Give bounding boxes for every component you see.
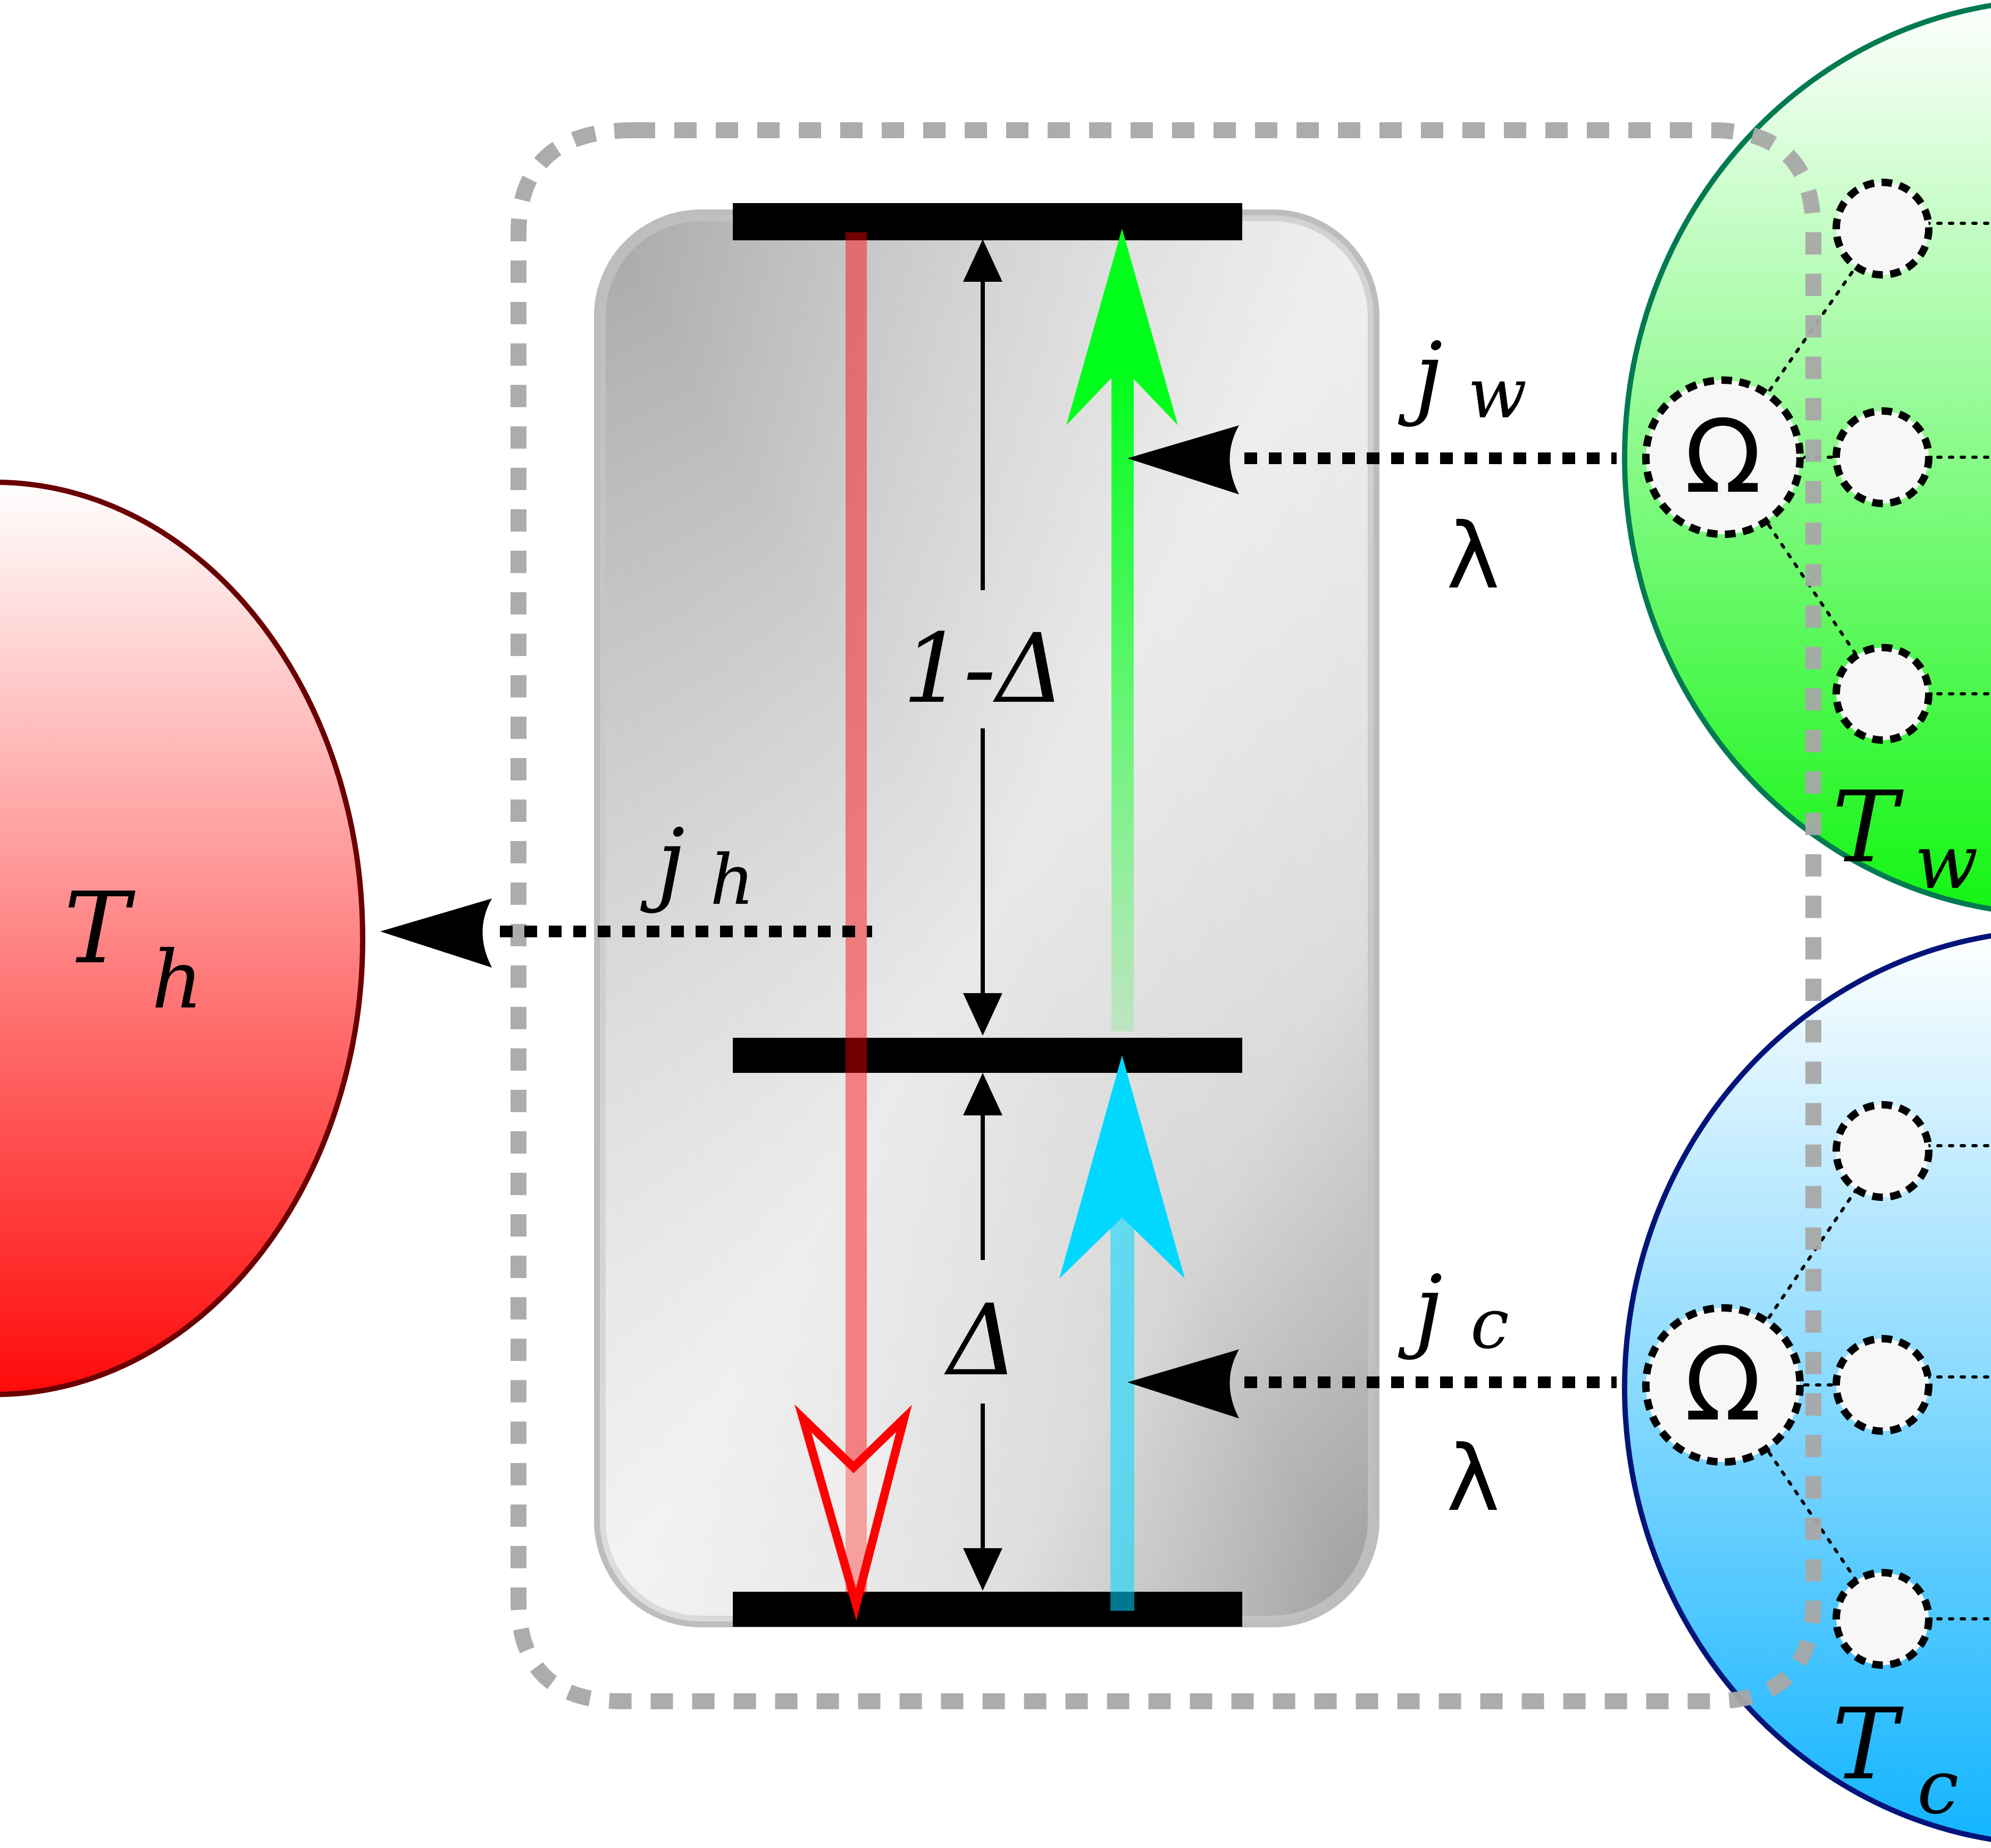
- upper-gap-arrow: 1-Δ: [902, 239, 1065, 1036]
- cold-current-label: j: [1398, 1256, 1443, 1362]
- work-absorption-arrow: [1066, 229, 1178, 1031]
- cold-bath-label: T: [1832, 1687, 1904, 1802]
- work-bath-oscillator-network: Ω: [1642, 179, 1991, 744]
- hot-emission-arrow: [794, 232, 912, 1621]
- hot-current-label-sub: h: [710, 839, 755, 920]
- cold-bath-label-sub: c: [1917, 1744, 1959, 1831]
- energy-level-bottom: [733, 1592, 1242, 1627]
- cold-absorption-arrow: [1059, 1055, 1185, 1611]
- energy-level-top: [733, 203, 1242, 240]
- work-coupling-label: λ: [1446, 504, 1500, 609]
- cold-coupling-label: λ: [1446, 1426, 1500, 1532]
- work-bath-label-group: T w: [1832, 770, 1978, 906]
- cold-bath-central-oscillator: [1642, 1304, 1804, 1466]
- engine-dashed-frame: [511, 122, 1821, 1709]
- upper-gap-label: 1-Δ: [902, 614, 1065, 725]
- cold-bath-mode: [1833, 1101, 1933, 1201]
- hot-bath-label-sub: h: [152, 934, 203, 1027]
- cold-bath-label-group: T c: [1832, 1687, 1959, 1831]
- work-oscillator-label: Ω: [1684, 398, 1761, 516]
- cold-current-label-sub: c: [1470, 1283, 1509, 1364]
- cold-bath-mode: [1833, 1335, 1933, 1435]
- work-current-arrow: j w λ: [1127, 323, 1617, 609]
- lower-gap-arrow: Δ: [944, 1073, 1018, 1591]
- work-bath-label-sub: w: [1914, 819, 1978, 906]
- energy-levels: [733, 203, 1242, 1627]
- hot-bath-label: T: [64, 871, 136, 986]
- cold-bath-oscillator-network: Ω: [1642, 1101, 1991, 1669]
- work-bath-mode: [1833, 407, 1933, 507]
- work-bath-mode: [1833, 179, 1933, 279]
- lower-gap-label: Δ: [944, 1283, 1018, 1398]
- work-current-label-sub: w: [1468, 353, 1527, 434]
- work-bath-mode: [1833, 644, 1933, 744]
- cold-bath-mode: [1833, 1569, 1933, 1669]
- cold-oscillator-label: Ω: [1684, 1326, 1761, 1443]
- energy-level-middle: [733, 1038, 1242, 1073]
- hot-bath: T h: [0, 480, 365, 1397]
- work-bath-central-oscillator: [1642, 376, 1804, 538]
- work-current-label: j: [1398, 323, 1443, 429]
- work-bath-label: T: [1832, 770, 1904, 885]
